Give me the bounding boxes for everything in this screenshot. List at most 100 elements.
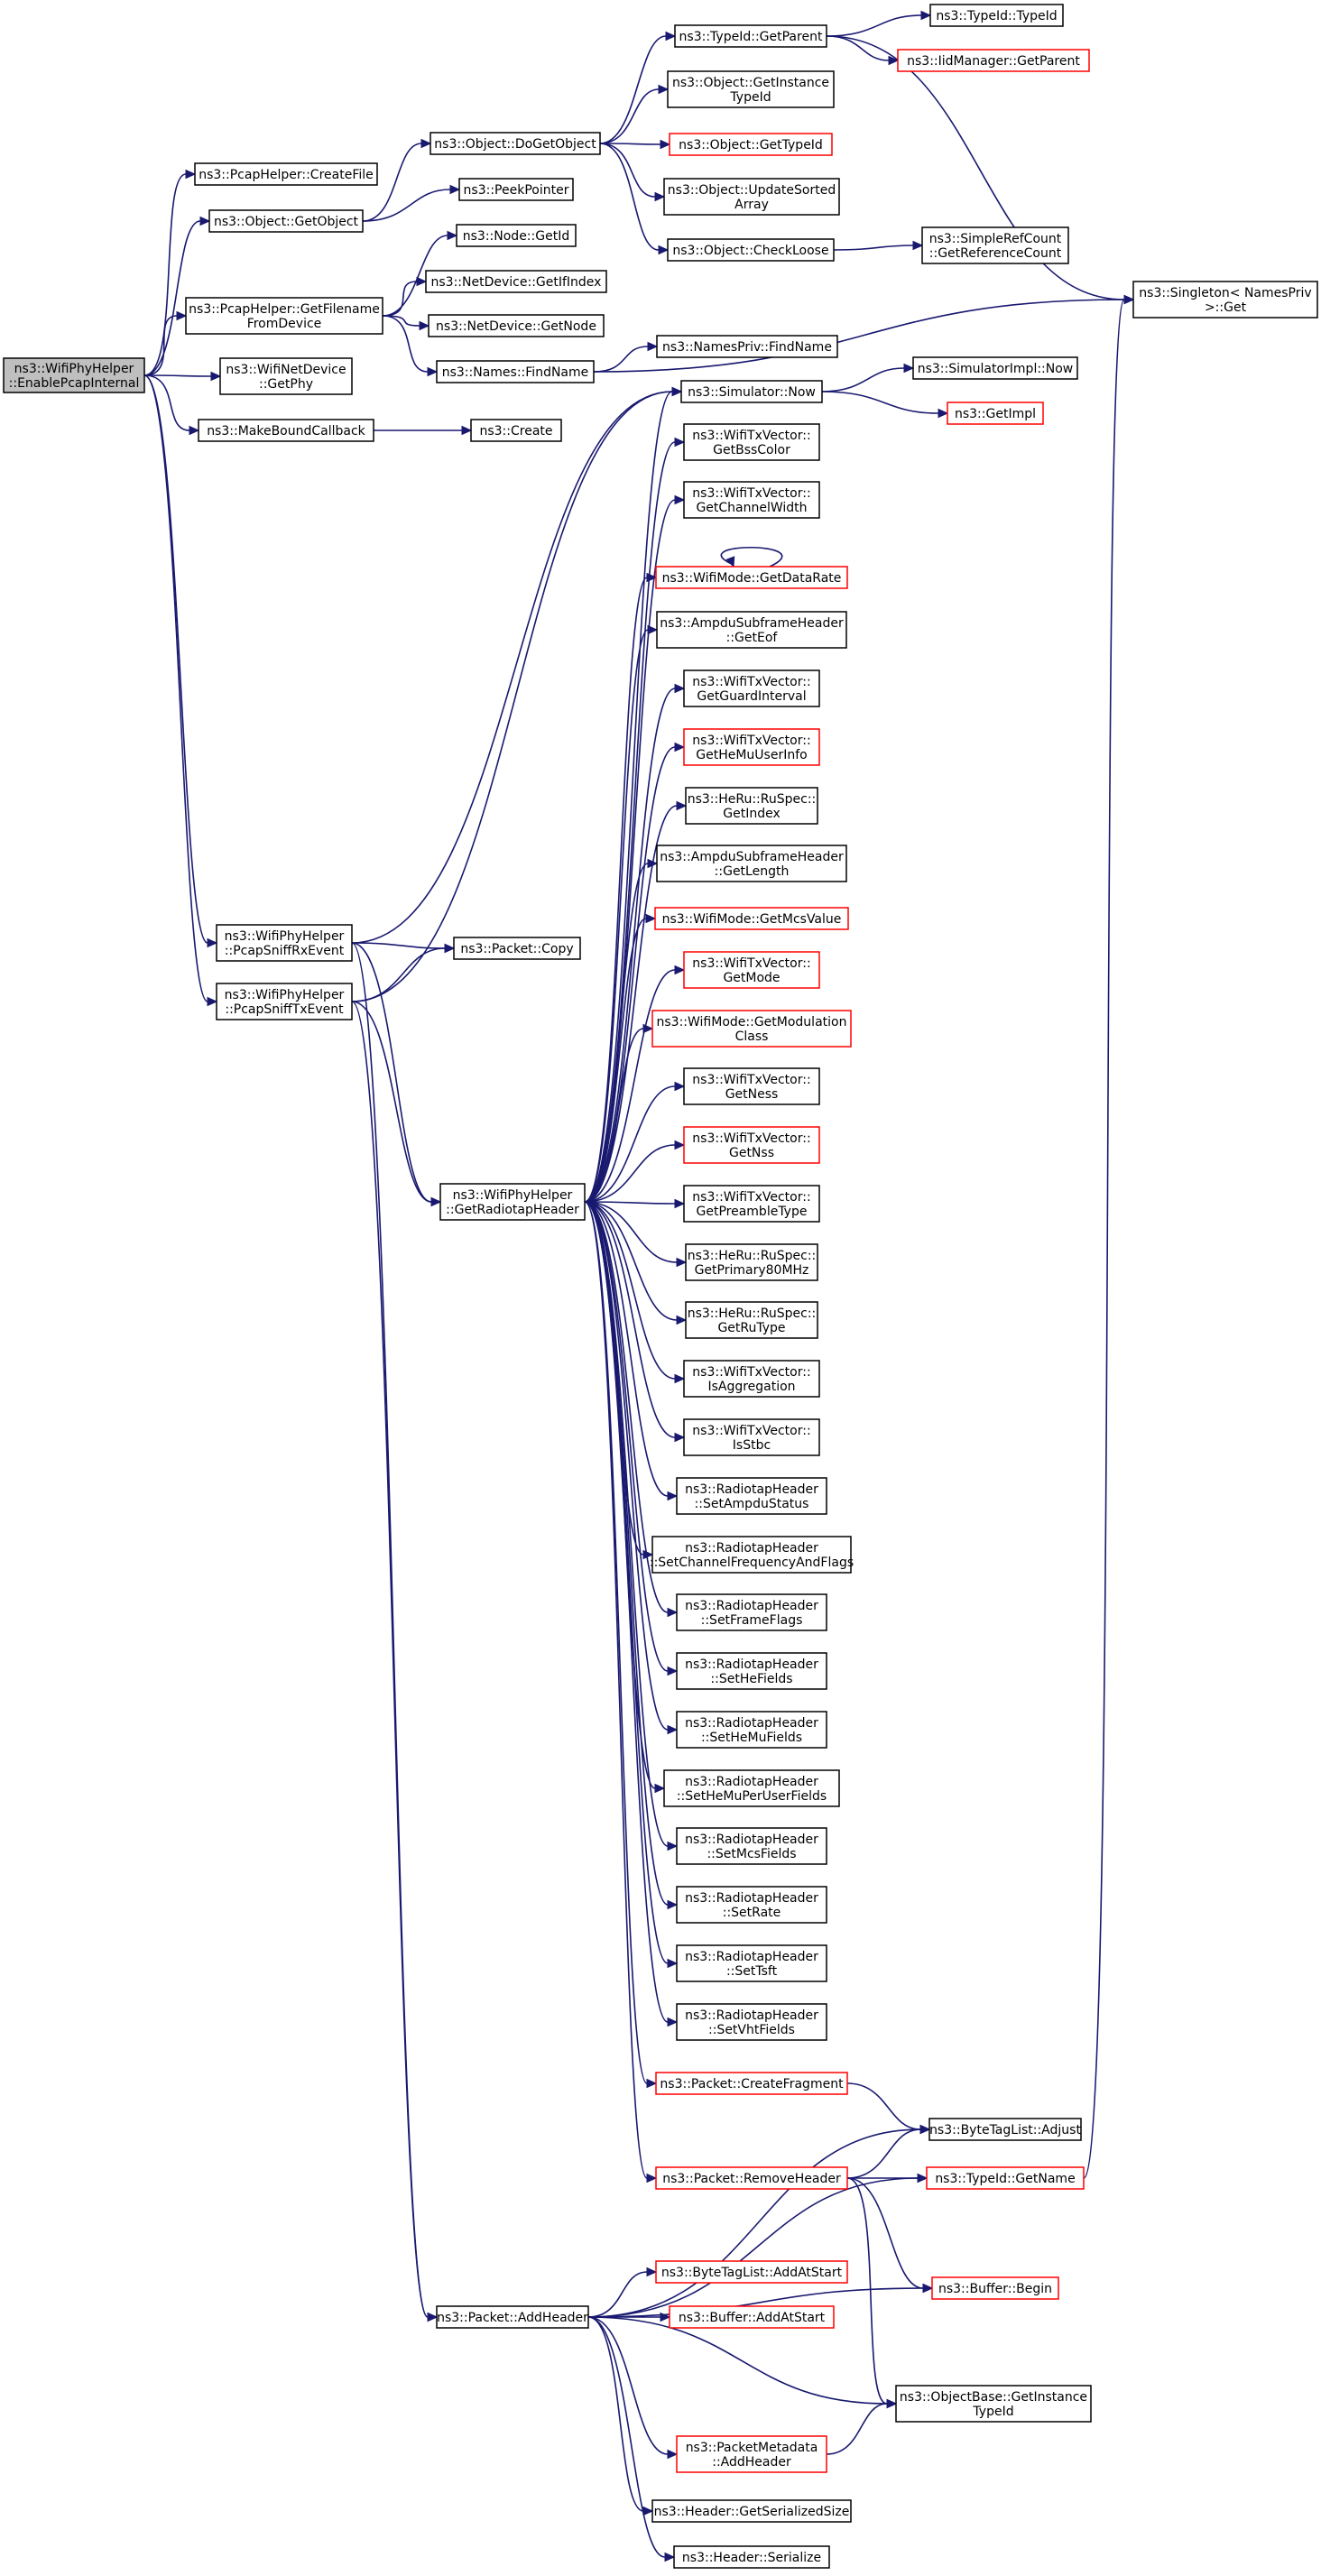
node-getObject[interactable]: ns3::Object::GetObject [208,209,364,233]
node-peekPointer[interactable]: ns3::PeekPointer [458,178,574,201]
node-makeBoundCallback[interactable]: ns3::MakeBoundCallback [198,419,374,442]
node-box [683,1185,820,1223]
node-setFrameFlags[interactable]: ns3::RadiotapHeader::SetFrameFlags [676,1593,827,1631]
node-namesFindName[interactable]: ns3::Names::FindName [436,360,595,383]
node-simulatorNow[interactable]: ns3::Simulator::Now [680,380,823,403]
node-getMcsValue[interactable]: ns3::WifiMode::GetMcsValue [654,907,849,930]
edge-getRadiotapHeader-to-setAmpduStatus [584,1201,679,1501]
node-getDataRate[interactable]: ns3::WifiMode::GetDataRate [655,566,848,589]
node-ampduGetEof[interactable]: ns3::AmpduSubframeHeader::GetEof [656,611,847,649]
edge-line [720,546,783,568]
node-getGuardInterval[interactable]: ns3::WifiTxVector::GetGuardInterval [683,669,820,707]
node-getChannelWidth[interactable]: ns3::WifiTxVector::GetChannelWidth [683,481,820,519]
node-getNss[interactable]: ns3::WifiTxVector::GetNss [683,1126,820,1164]
node-label: TypeId [972,2405,1013,2419]
node-heRuGetIndex[interactable]: ns3::HeRu::RuSpec::GetIndex [685,787,818,825]
node-getPrimary80MHz[interactable]: ns3::HeRu::RuSpec::GetPrimary80MHz [685,1243,818,1281]
node-box [470,419,562,442]
edge-line [584,441,676,1203]
node-box [216,924,353,962]
node-iidGetParent[interactable]: ns3::IidManager::GetParent [897,49,1090,72]
node-setChannelFreq[interactable]: ns3::RadiotapHeader::SetChannelFrequency… [650,1536,854,1574]
node-getPreambleType[interactable]: ns3::WifiTxVector::GetPreambleType [683,1185,820,1223]
edge-arrow [676,1257,688,1268]
node-box [656,845,847,882]
node-doGetObject[interactable]: ns3::Object::DoGetObject [430,132,601,155]
node-setTsft[interactable]: ns3::RadiotapHeader::SetTsft [676,1944,827,1982]
node-createFile[interactable]: ns3::PcapHelper::CreateFile [194,162,378,186]
node-byteTagAdjust[interactable]: ns3::ByteTagList::Adjust [928,2118,1082,2141]
edge-arrow [674,683,686,694]
node-label: ns3::WifiMode::GetModulation [657,1015,847,1029]
node-box [683,728,820,766]
node-create[interactable]: ns3::Create [470,419,562,442]
node-root[interactable]: ns3::WifiPhyHelper::EnablePcapInternal [3,357,145,393]
node-ampduGetLength[interactable]: ns3::AmpduSubframeHeader::GetLength [656,845,847,882]
node-addHeader[interactable]: ns3::Packet::AddHeader [436,2305,589,2329]
node-getMode[interactable]: ns3::WifiTxVector::GetMode [683,951,820,989]
node-getBssColor[interactable]: ns3::WifiTxVector::GetBssColor [683,423,820,461]
node-netDevGetIfIndex[interactable]: ns3::NetDevice::GetIfIndex [425,270,607,293]
node-getRuType[interactable]: ns3::HeRu::RuSpec::GetRuType [685,1301,818,1339]
edge-typeIdGetName-to-singletonGet [1083,294,1135,2179]
node-label: ns3::Buffer::AddAtStart [679,2311,826,2325]
node-bufferBegin[interactable]: ns3::Buffer::Begin [931,2276,1059,2300]
node-pcapSniffTx[interactable]: ns3::WifiPhyHelper::PcapSniffTxEvent [216,983,353,1020]
node-setHeFields[interactable]: ns3::RadiotapHeader::SetHeFields [676,1652,827,1690]
node-label: ns3::ByteTagList::AddAtStart [661,2266,843,2280]
edge-line [587,2316,669,2455]
node-typeIdGetName[interactable]: ns3::TypeId::GetName [926,2166,1085,2190]
node-objCheckLoose[interactable]: ns3::Object::CheckLoose [667,238,835,262]
node-byteTagAddAtStart[interactable]: ns3::ByteTagList::AddAtStart [655,2260,848,2284]
node-singletonGet[interactable]: ns3::Singleton< NamesPriv>::Get [1132,281,1318,319]
edge-packetMetadataAddHeader-to-objBaseGetInstanceTypeId [826,2398,898,2455]
node-headerGetSerializedSize[interactable]: ns3::Header::GetSerializedSize [651,2499,852,2523]
node-packetCopy[interactable]: ns3::Packet::Copy [453,937,581,960]
node-namesPrivFindName[interactable]: ns3::NamesPriv::FindName [656,335,838,358]
node-setMcsFields[interactable]: ns3::RadiotapHeader::SetMcsFields [676,1827,827,1865]
node-getRadiotapHeader[interactable]: ns3::WifiPhyHelper::GetRadiotapHeader [439,1183,586,1221]
node-label: ::GetEof [726,631,779,645]
node-label: ns3::HeRu::RuSpec:: [688,792,817,807]
node-wifiNetDevGetPhy[interactable]: ns3::WifiNetDevice::GetPhy [219,357,353,395]
edge-line [584,863,649,1203]
node-setHeMuPerUser[interactable]: ns3::RadiotapHeader::SetHeMuPerUserField… [663,1769,840,1807]
node-isAggregation[interactable]: ns3::WifiTxVector::IsAggregation [683,1360,820,1398]
node-typeIdTypeId[interactable]: ns3::TypeId::TypeId [929,4,1064,27]
node-packetMetadataAddHeader[interactable]: ns3::PacketMetadata::AddHeader [676,2435,827,2473]
node-label: ns3::Packet::CreateFragment [660,2077,844,2091]
node-simpleRefCount[interactable]: ns3::SimpleRefCount::GetReferenceCount [921,226,1069,264]
node-setHeMuFields[interactable]: ns3::RadiotapHeader::SetHeMuFields [676,1711,827,1749]
edge-addHeader-to-byteTagAddAtStart [587,2267,658,2318]
node-isStbc[interactable]: ns3::WifiTxVector::IsStbc [683,1418,820,1456]
edge-line [351,942,446,949]
node-simImplNow[interactable]: ns3::SimulatorImpl::Now [912,356,1078,380]
node-netDevGetNode[interactable]: ns3::NetDevice::GetNode [428,314,605,337]
node-box [685,1301,818,1339]
edge-arrow [920,10,932,21]
node-removeHeader[interactable]: ns3::Packet::RemoveHeader [655,2166,848,2190]
node-getHeMuUserInfo[interactable]: ns3::WifiTxVector::GetHeMuUserInfo [683,728,820,766]
node-objGetTypeId[interactable]: ns3::Object::GetTypeId [669,133,833,156]
node-bufferAddAtStart[interactable]: ns3::Buffer::AddAtStart [669,2305,835,2329]
node-getImpl[interactable]: ns3::GetImpl [947,402,1044,425]
node-typeIdGetParent[interactable]: ns3::TypeId::GetParent [674,24,827,48]
node-pcapSniffRx[interactable]: ns3::WifiPhyHelper::PcapSniffRxEvent [216,924,353,962]
edge-arrow [419,320,430,331]
node-headerSerialize[interactable]: ns3::Header::Serialize [673,2545,830,2569]
node-setVhtFields[interactable]: ns3::RadiotapHeader::SetVhtFields [676,2003,827,2041]
node-label: ns3::Node::GetId [463,229,569,244]
node-label: GetGuardInterval [697,689,806,704]
node-setRate[interactable]: ns3::RadiotapHeader::SetRate [676,1886,827,1924]
node-box [219,357,353,395]
node-setAmpduStatus[interactable]: ns3::RadiotapHeader::SetAmpduStatus [676,1477,827,1515]
node-nodeGetId[interactable]: ns3::Node::GetId [456,224,577,247]
node-getNess[interactable]: ns3::WifiTxVector::GetNess [683,1067,820,1105]
edge-arrow [674,494,686,505]
node-createFragment[interactable]: ns3::Packet::CreateFragment [655,2072,848,2095]
